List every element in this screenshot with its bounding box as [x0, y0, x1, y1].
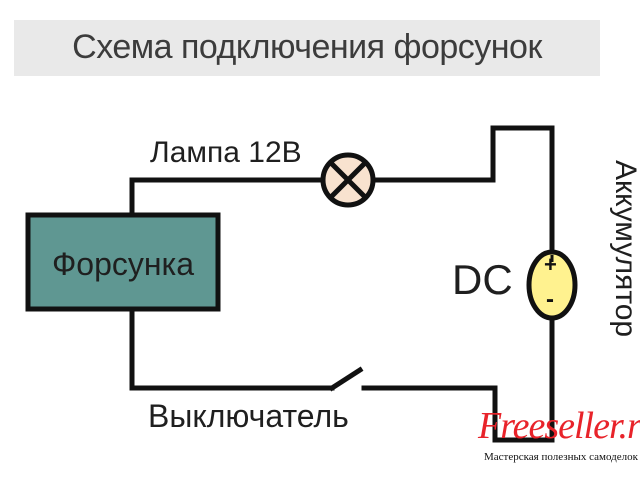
battery-label: Аккумулятор: [609, 160, 640, 338]
switch-contact: [328, 366, 364, 392]
switch-label: Выключатель: [148, 398, 349, 434]
injector-box: [25, 212, 221, 312]
lamp-symbol: [320, 152, 376, 208]
battery-plus-sign: +: [544, 252, 557, 277]
page-title: Схема подключения форсунок: [72, 28, 542, 66]
injector-label: Форсунка: [51, 246, 195, 282]
title-bar: Схема подключения форсунок: [14, 20, 600, 76]
wire-top-left: [129, 177, 325, 218]
brand-logo: Freeseller.ru: [478, 405, 640, 447]
wire-top-right: [371, 125, 555, 255]
lamp-label: Лампа 12В: [150, 136, 302, 169]
battery-minus-sign: -: [546, 286, 554, 313]
wire-bottom-right: [361, 315, 555, 443]
dc-label: DC: [452, 256, 513, 303]
brand-tagline: Мастерская полезных самоделок: [484, 451, 638, 463]
battery-symbol: [526, 249, 578, 321]
wire-bottom-left: [129, 305, 335, 391]
